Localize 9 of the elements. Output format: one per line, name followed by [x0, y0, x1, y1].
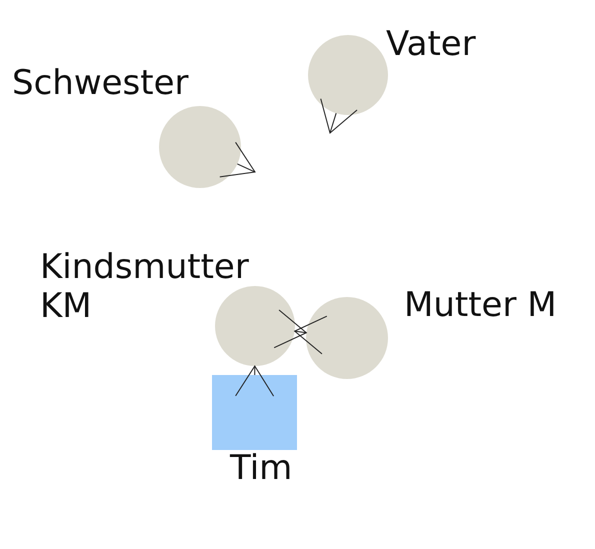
arrow [235, 366, 274, 397]
arrow [274, 309, 328, 354]
name-label: Kindsmutter KM [40, 248, 250, 326]
name-label: Tim [230, 449, 294, 488]
name-label: Mutter M [404, 286, 558, 325]
name-label: Vater [386, 25, 477, 64]
arrow [320, 98, 358, 134]
name-label: Schwester [12, 64, 190, 103]
arrow [219, 142, 256, 178]
